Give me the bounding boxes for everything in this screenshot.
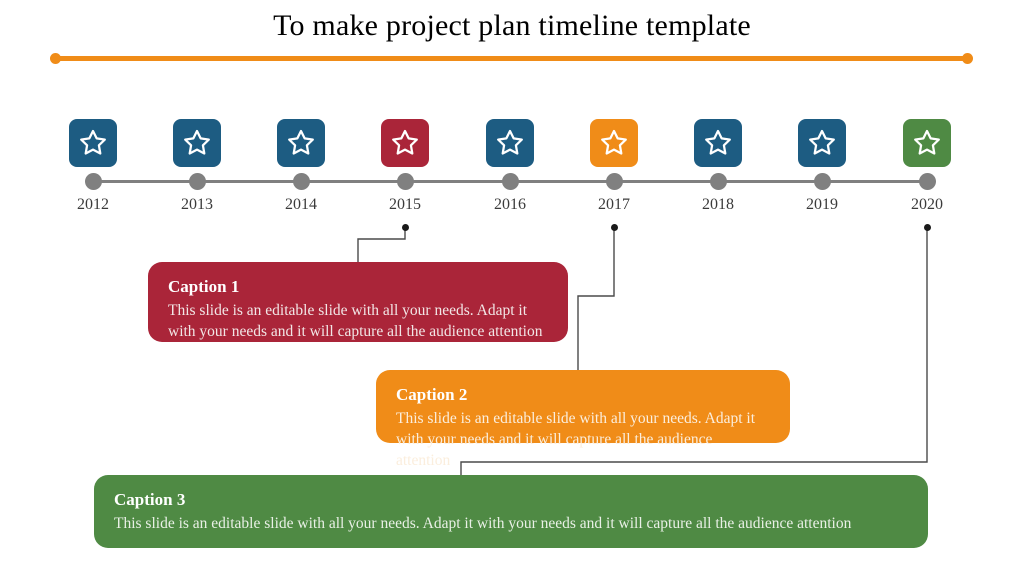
connector-2017-to-caption-2	[577, 227, 615, 370]
caption-card-2[interactable]: Caption 2 This slide is an editable slid…	[376, 370, 790, 469]
caption-2-body: This slide is an editable slide with all…	[396, 410, 756, 469]
rule-endpoint-right-dot	[962, 53, 973, 64]
milestone-tile-2015[interactable]	[381, 119, 429, 167]
caption-card-3[interactable]: Caption 3 This slide is an editable slid…	[94, 475, 928, 548]
caption-1-title: Caption 1	[168, 277, 240, 296]
star-icon	[392, 129, 418, 155]
caption-2-title: Caption 2	[396, 385, 468, 404]
milestone-tile-2017[interactable]	[590, 119, 638, 167]
year-label-2020: 2020	[911, 196, 943, 213]
milestone-tile-2019[interactable]	[798, 119, 846, 167]
year-label-2017: 2017	[598, 196, 630, 213]
caption-1-body: This slide is an editable slide with all…	[168, 302, 543, 340]
milestone-tile-2012[interactable]	[69, 119, 117, 167]
title-divider-rule	[50, 53, 973, 64]
star-icon	[601, 129, 627, 155]
star-icon	[914, 129, 940, 155]
connector-dot-2020	[923, 224, 931, 231]
star-icon	[288, 129, 314, 155]
connector-dot-2015	[401, 224, 409, 231]
milestone-tile-2014[interactable]	[277, 119, 325, 167]
axis-dot-2015	[397, 173, 414, 190]
milestone-tile-2016[interactable]	[486, 119, 534, 167]
year-label-2016: 2016	[494, 196, 526, 213]
star-icon	[80, 129, 106, 155]
rule-endpoint-left-dot	[50, 53, 61, 64]
year-label-2014: 2014	[285, 196, 317, 213]
year-label-2013: 2013	[181, 196, 213, 213]
caption-card-1[interactable]: Caption 1 This slide is an editable slid…	[148, 262, 568, 342]
axis-dot-2017	[606, 173, 623, 190]
axis-dot-2014	[293, 173, 310, 190]
star-icon	[809, 129, 835, 155]
year-label-2019: 2019	[806, 196, 838, 213]
axis-dot-2018	[710, 173, 727, 190]
caption-3-title: Caption 3	[114, 490, 186, 509]
axis-dot-2020	[919, 173, 936, 190]
year-label-2018: 2018	[702, 196, 734, 213]
page-title: To make project plan timeline template	[273, 9, 751, 42]
caption-3-body: This slide is an editable slide with all…	[114, 515, 852, 532]
axis-dot-2019	[814, 173, 831, 190]
star-icon	[184, 129, 210, 155]
connector-dot-2017	[610, 224, 618, 231]
star-icon	[497, 129, 523, 155]
year-label-2012: 2012	[77, 196, 109, 213]
axis-dot-2016	[502, 173, 519, 190]
connector-2015-to-caption-1	[357, 227, 406, 262]
star-icon	[705, 129, 731, 155]
milestone-tile-2013[interactable]	[173, 119, 221, 167]
axis-dot-2012	[85, 173, 102, 190]
year-label-2015: 2015	[389, 196, 421, 213]
milestone-tile-2020[interactable]	[903, 119, 951, 167]
axis-dot-2013	[189, 173, 206, 190]
milestone-tile-2018[interactable]	[694, 119, 742, 167]
